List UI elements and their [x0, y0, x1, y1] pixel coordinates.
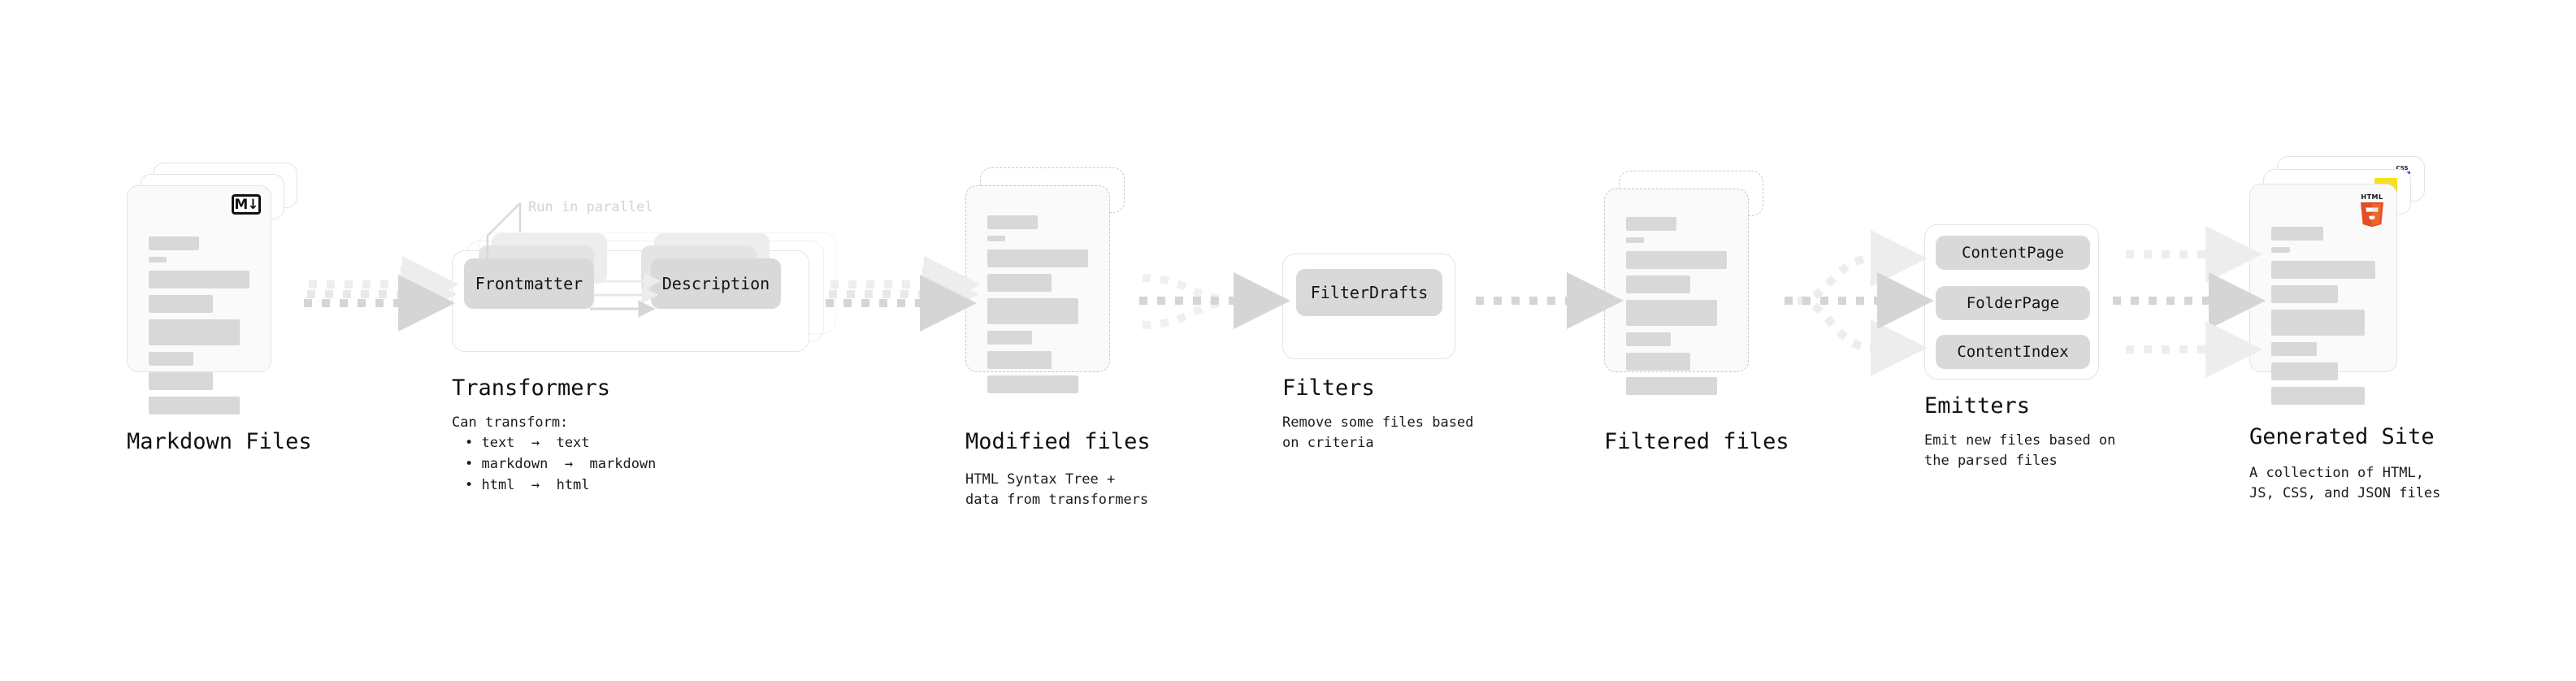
filters-caption: Remove some files based on criteria	[1282, 414, 1474, 451]
transformers-box-front: Frontmatter Description	[452, 233, 809, 352]
transformers-bullet-2: • html → html	[465, 477, 590, 493]
markdown-icon: M↓	[232, 194, 261, 215]
modified-files-stack	[965, 163, 1136, 423]
transformers-bullet-1: • markdown → markdown	[465, 456, 657, 472]
emitters-box: ContentPage FolderPage ContentIndex	[1924, 224, 2099, 380]
connector-filtered-to-emitters	[1785, 230, 1934, 376]
markdown-card-lines	[149, 236, 249, 421]
transformers-bullet-0: • text → text	[465, 435, 590, 451]
filter-chip-filterdrafts[interactable]: FilterDrafts	[1296, 269, 1442, 316]
connector-transformers-to-modified	[826, 256, 981, 332]
filtered-files-title: Filtered files	[1604, 429, 1789, 454]
filters-box: FilterDrafts	[1282, 254, 1455, 359]
emitter-chip-contentindex[interactable]: ContentIndex	[1936, 335, 2090, 369]
connector-md-to-transformers	[304, 256, 459, 332]
modified-card-front	[965, 185, 1110, 393]
transformer-chip-frontmatter[interactable]: Frontmatter	[464, 258, 594, 309]
filtered-card-front	[1604, 189, 1749, 395]
modified-files-caption: HTML Syntax Tree + data from transformer…	[965, 471, 1149, 508]
modified-files-title: Modified files	[965, 429, 1151, 454]
transformers-caption: Can transform:	[452, 414, 569, 431]
generated-card-front: HTML	[2249, 184, 2397, 405]
modified-card-lines	[987, 215, 1088, 400]
generated-site-title: Generated Site	[2249, 424, 2435, 449]
transformers-title: Transformers	[452, 375, 611, 401]
svg-text:HTML: HTML	[2361, 193, 2383, 201]
emitter-chip-contentpage[interactable]: ContentPage	[1936, 236, 2090, 270]
html5-icon: HTML	[2357, 192, 2387, 228]
filtered-files-stack	[1604, 163, 1775, 423]
filtered-card-lines	[1626, 217, 1727, 401]
generated-site-stack: CSS HTML	[2249, 156, 2425, 424]
svg-text:CSS: CSS	[2396, 165, 2408, 171]
generated-card-lines	[2271, 227, 2375, 411]
markdown-card-front: M↓	[127, 185, 271, 414]
generated-site-caption: A collection of HTML, JS, CSS, and JSON …	[2249, 465, 2441, 501]
markdown-files-title: Markdown Files	[127, 429, 312, 454]
run-in-parallel-label: Run in parallel	[528, 199, 653, 215]
emitters-title: Emitters	[1924, 393, 2031, 419]
filters-title: Filters	[1282, 375, 1375, 401]
connector-modified-to-filters	[1139, 272, 1290, 329]
markdown-files-stack: M↓	[127, 163, 297, 423]
emitters-caption: Emit new files based on the parsed files	[1924, 432, 2116, 469]
transformer-chip-description[interactable]: Description	[651, 258, 781, 309]
emitter-chip-folderpage[interactable]: FolderPage	[1936, 286, 2090, 320]
connector-emitters-to-site	[2113, 226, 2266, 378]
